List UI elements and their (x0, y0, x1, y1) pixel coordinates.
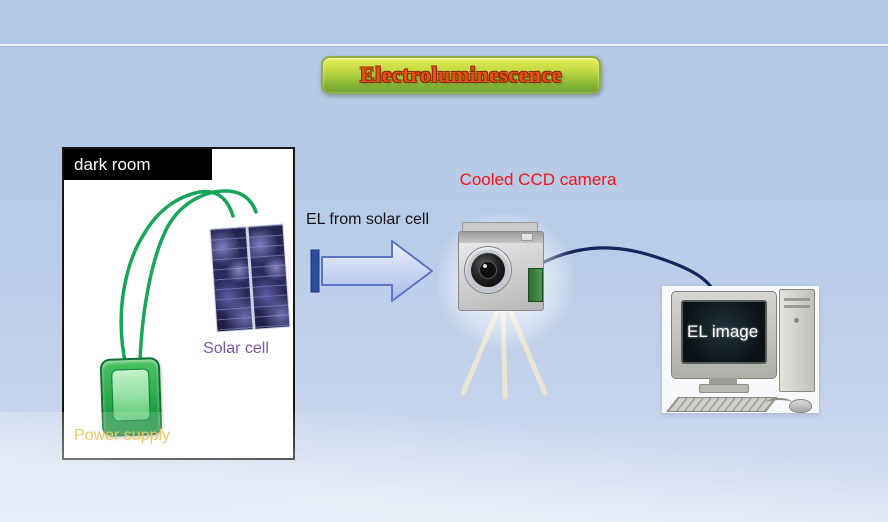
power-supply-image (99, 356, 163, 438)
block-arrow (310, 240, 433, 302)
solar-panel-right (247, 224, 290, 329)
monitor-base (699, 384, 749, 393)
solar-cell-image (209, 223, 291, 333)
camera-lens-inner (479, 261, 497, 279)
keyboard (666, 397, 778, 412)
el-from-solar-cell-label: EL from solar cell (306, 211, 429, 228)
camera-body-top (459, 232, 543, 243)
solar-cell-label: Solar cell (203, 340, 269, 357)
tower-drive-slot (784, 305, 810, 308)
camera-knob (521, 233, 533, 241)
divider-line (0, 44, 888, 46)
dark-room-label: dark room (74, 154, 151, 174)
mouse (789, 399, 812, 413)
mouse-cable (766, 398, 792, 407)
tower-drive-slot (784, 298, 810, 301)
computer-tower (779, 289, 815, 392)
monitor-neck (709, 378, 737, 385)
dark-room-header: dark room (64, 149, 212, 180)
tripod (460, 307, 548, 400)
el-image-label: EL image (687, 322, 759, 341)
slide-title: Electroluminescence (359, 62, 563, 87)
solar-panel-left (210, 227, 253, 332)
camera-circuit-board (528, 268, 543, 302)
camera-lens-glint (483, 264, 487, 268)
title-banner: Electroluminescence (321, 56, 601, 94)
monitor-screen: EL image (681, 300, 767, 364)
ccd-camera-label: Cooled CCD camera (459, 170, 617, 189)
tower-power-button (794, 318, 799, 323)
power-supply-label: Power supply (74, 427, 171, 444)
camera-cable (542, 246, 715, 292)
power-supply-screen (111, 368, 151, 422)
